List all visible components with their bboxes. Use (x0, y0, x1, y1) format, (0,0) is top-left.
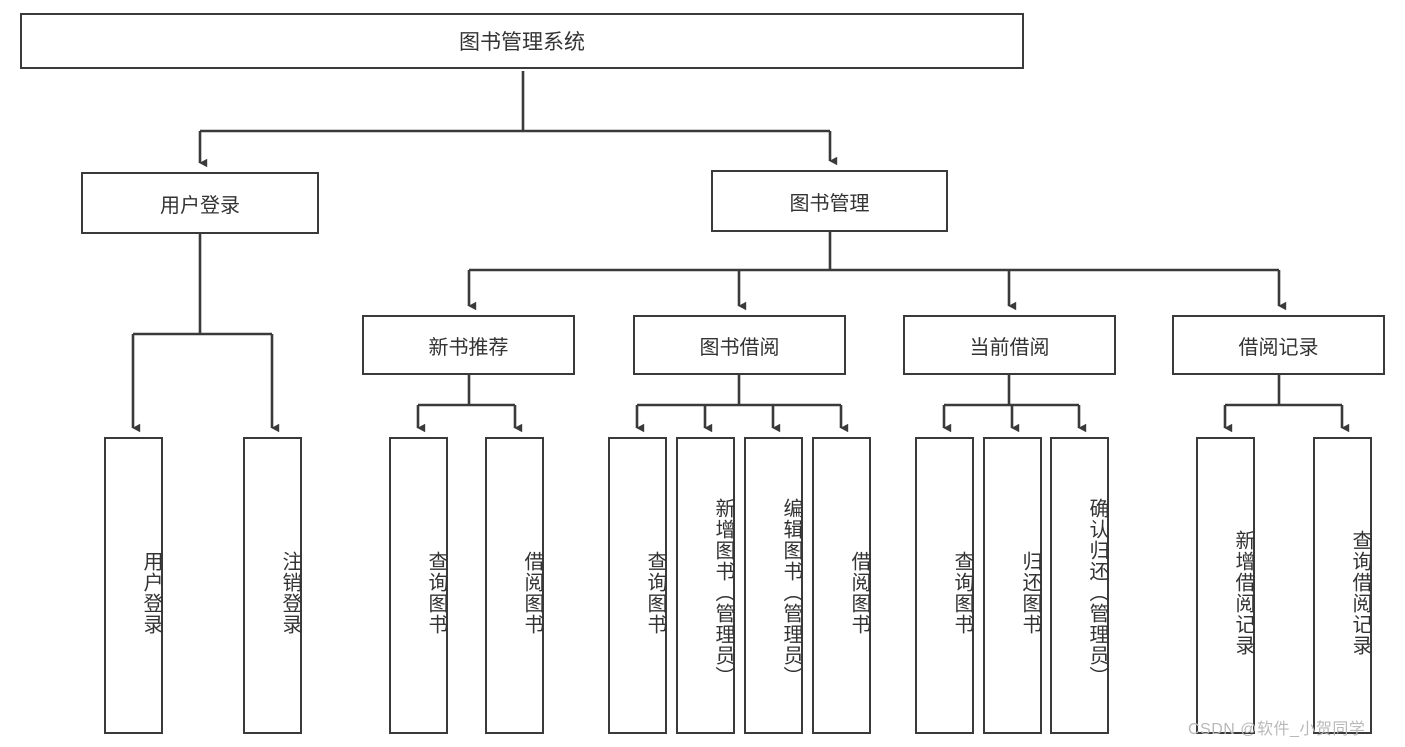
leaf-return-book[interactable]: 归还图书 (983, 437, 1042, 734)
leaf-query-book-recommend[interactable]: 查询图书 (389, 437, 448, 734)
node-label: 新增借阅记录 (1232, 529, 1254, 656)
leaf-query-book-borrow[interactable]: 查询图书 (608, 437, 667, 734)
node-label: 注销登录 (279, 550, 301, 635)
node-label: 图书借阅 (699, 336, 780, 359)
leaf-add-borrow-record[interactable]: 新增借阅记录 (1196, 437, 1255, 734)
node-root[interactable]: 图书管理系统 (20, 13, 1024, 69)
node-label: 当前借阅 (969, 336, 1050, 359)
node-label: 图书管理系统 (459, 31, 585, 54)
leaf-user-login[interactable]: 用户登录 (104, 437, 163, 734)
leaf-confirm-return-admin[interactable]: 确认归还（管理员） (1050, 437, 1109, 734)
node-label: 查询借阅记录 (1349, 529, 1371, 656)
node-label: 借阅记录 (1238, 336, 1319, 359)
node-user-login[interactable]: 用户登录 (81, 172, 319, 234)
node-label: 借阅图书 (521, 550, 543, 635)
leaf-borrow-book[interactable]: 借阅图书 (812, 437, 871, 734)
leaf-borrow-book-recommend[interactable]: 借阅图书 (485, 437, 544, 734)
leaf-query-book-current[interactable]: 查询图书 (915, 437, 974, 734)
leaf-add-book-admin[interactable]: 新增图书（管理员） (676, 437, 735, 734)
leaf-query-borrow-record[interactable]: 查询借阅记录 (1313, 437, 1372, 734)
node-label: 借阅图书 (848, 550, 870, 635)
node-label: 查询图书 (644, 550, 666, 635)
node-label: 编辑图书（管理员） (780, 498, 802, 687)
node-label: 新增图书（管理员） (712, 498, 734, 687)
node-current-borrow[interactable]: 当前借阅 (903, 315, 1116, 375)
node-book-borrow[interactable]: 图书借阅 (633, 315, 846, 375)
node-label: 归还图书 (1019, 550, 1041, 635)
node-borrow-record[interactable]: 借阅记录 (1172, 315, 1385, 375)
node-new-book-recommendation[interactable]: 新书推荐 (362, 315, 575, 375)
node-label: 确认归还（管理员） (1086, 498, 1108, 687)
node-label: 新书推荐 (428, 336, 509, 359)
node-book-management[interactable]: 图书管理 (711, 170, 948, 232)
node-label: 查询图书 (425, 550, 447, 635)
node-label: 用户登录 (140, 550, 162, 635)
node-label: 图书管理 (789, 192, 870, 215)
node-label: 查询图书 (951, 550, 973, 635)
node-label: 用户登录 (160, 194, 240, 217)
leaf-edit-book-admin[interactable]: 编辑图书（管理员） (744, 437, 803, 734)
leaf-logout[interactable]: 注销登录 (243, 437, 302, 734)
